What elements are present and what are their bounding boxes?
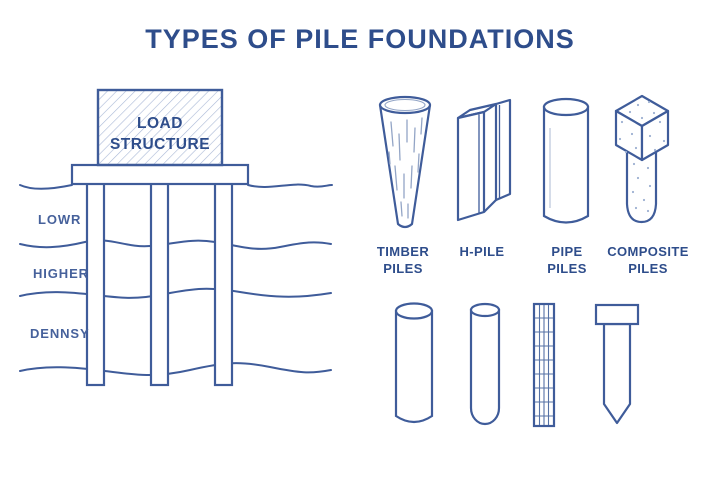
web-bottom-edge <box>483 199 497 213</box>
soil-layer-label-3: DENNSY <box>30 326 90 341</box>
cylindrical-pile-icon <box>394 302 434 424</box>
composite-piles-label: COMPOSITE PILES <box>607 244 689 276</box>
concrete-speckles <box>618 100 666 213</box>
page-title: TYPES OF PILE FOUNDATIONS <box>145 24 575 54</box>
pile-columns <box>85 180 234 387</box>
composite-cube-cap <box>614 94 670 162</box>
pile-column <box>149 180 170 387</box>
pipe-piles-icon <box>542 97 590 224</box>
composite-shaft <box>625 145 658 224</box>
round-bottom-pile-icon <box>469 302 501 426</box>
timber-piles-icon <box>378 95 432 229</box>
load-structure-label-line2: STRUCTURE <box>110 136 210 153</box>
ground-line-2 <box>19 239 332 250</box>
pipe-piles-label: PIPE PILES <box>547 244 587 276</box>
load-structure-label-line1: LOAD <box>137 115 183 132</box>
load-structure-box <box>96 88 224 167</box>
soil-layer-label-2: HIGHER <box>33 266 89 281</box>
ground-surface-line <box>19 183 333 190</box>
pile-column <box>85 180 106 387</box>
front-flange <box>456 110 486 222</box>
reinforced-mesh-pile-icon <box>532 302 556 428</box>
timber-piles-label: TIMBER PILES <box>376 244 430 276</box>
ground-line-3 <box>19 287 332 299</box>
ground-line-4 <box>19 362 332 376</box>
h-pile-label: H-PILE <box>459 244 505 259</box>
soil-layer-label-1: LOWR <box>38 212 81 227</box>
pile-column <box>213 180 234 387</box>
pile-cap <box>70 163 250 186</box>
pointed-driven-pile-icon <box>594 303 640 425</box>
pile-head-cap <box>594 303 640 326</box>
wood-grain-lines <box>388 117 423 219</box>
back-flange <box>494 98 512 202</box>
ground-layer-lines <box>19 239 332 376</box>
pile-foundation-cross-section-diagram: LOAD STRUCTURE LOWR HIGHER DENNSY <box>19 88 333 387</box>
rebar-mesh-lines <box>535 305 553 425</box>
h-pile-icon <box>456 98 512 222</box>
composite-piles-icon <box>614 94 670 224</box>
